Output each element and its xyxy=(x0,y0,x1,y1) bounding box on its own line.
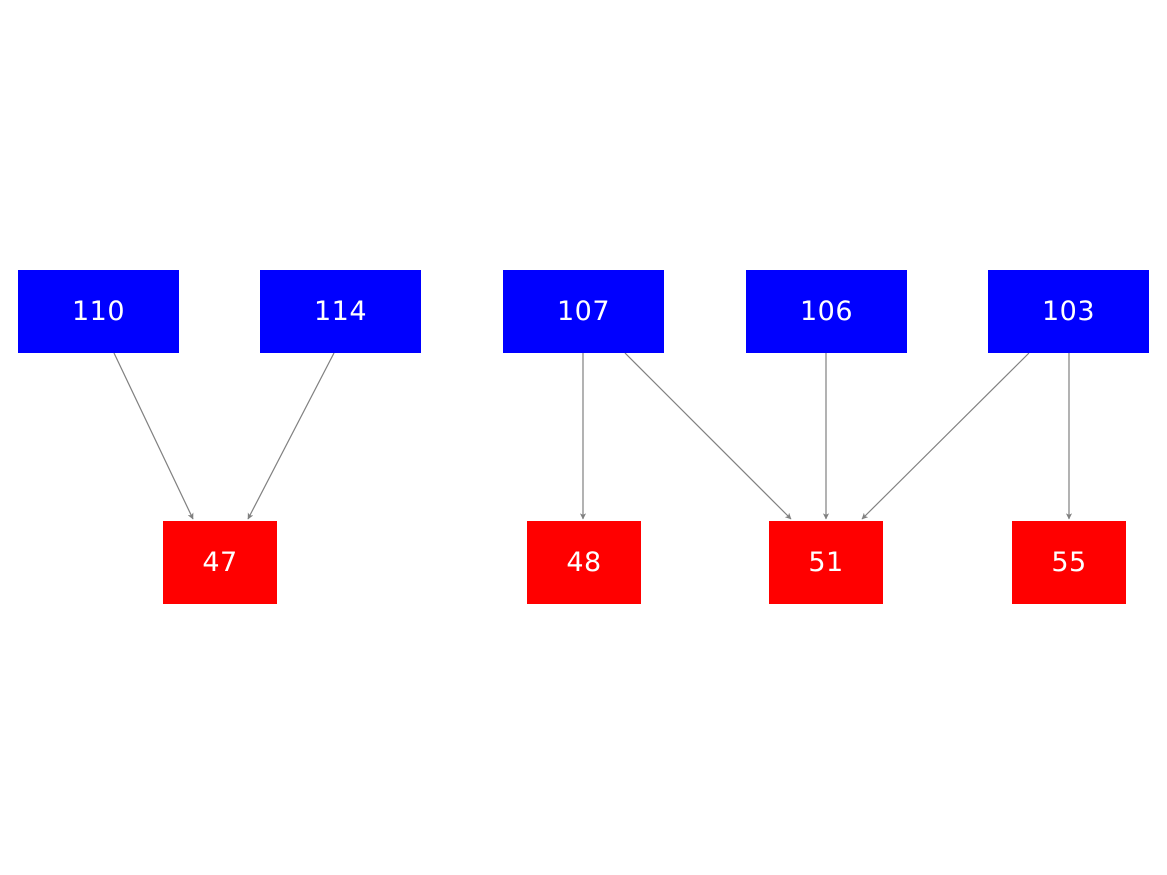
node-label: 47 xyxy=(202,547,238,578)
node-55[interactable]: 55 xyxy=(1012,521,1126,604)
node-48[interactable]: 48 xyxy=(527,521,641,604)
edge-103-to-51 xyxy=(861,352,1030,520)
edge-107-to-51 xyxy=(624,352,792,520)
node-106[interactable]: 106 xyxy=(746,270,907,353)
node-label: 103 xyxy=(1041,296,1096,327)
node-107[interactable]: 107 xyxy=(503,270,664,353)
node-label: 51 xyxy=(808,547,844,578)
node-label: 55 xyxy=(1051,547,1087,578)
node-110[interactable]: 110 xyxy=(18,270,179,353)
node-114[interactable]: 114 xyxy=(260,270,421,353)
edge-114-to-47 xyxy=(247,352,335,520)
edge-group xyxy=(113,352,1073,520)
node-103[interactable]: 103 xyxy=(988,270,1149,353)
node-label: 107 xyxy=(556,296,611,327)
node-label: 106 xyxy=(799,296,854,327)
node-51[interactable]: 51 xyxy=(769,521,883,604)
node-label: 48 xyxy=(566,547,602,578)
edge-110-to-47 xyxy=(113,352,194,520)
node-47[interactable]: 47 xyxy=(163,521,277,604)
node-label: 110 xyxy=(71,296,126,327)
node-label: 114 xyxy=(313,296,368,327)
